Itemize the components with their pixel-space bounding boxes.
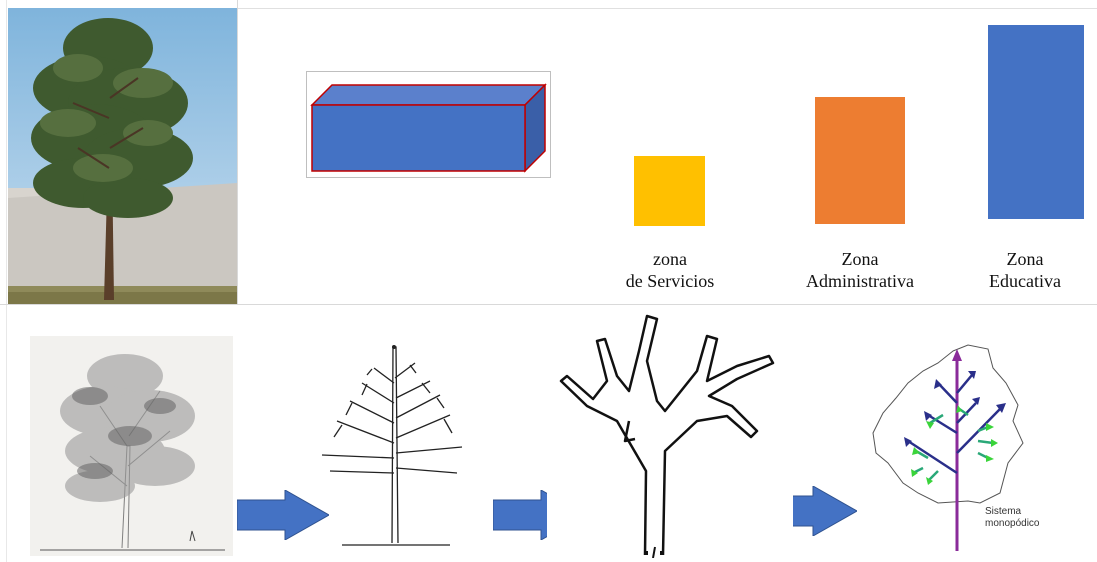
zone-administrativa-label: Zona Administrativa: [785, 248, 935, 292]
zone-educativa-line2: Educativa: [989, 271, 1061, 291]
zone-administrativa-bar: [815, 97, 905, 224]
zone-administrativa-line2: Administrativa: [806, 271, 914, 291]
zone-educativa-bar: [988, 25, 1084, 219]
prism-top-face: [310, 84, 547, 106]
monopodial-caption-line1: Sistema: [985, 506, 1022, 517]
section-divider: [0, 304, 1097, 305]
left-edge-line: [6, 0, 7, 562]
arrow-1-icon: [237, 490, 329, 540]
prism-front-face: [311, 104, 526, 172]
zone-servicios-line2: de Servicios: [625, 271, 715, 291]
rectangular-prism-shape: [310, 83, 547, 173]
pine-sketch-image: [30, 336, 233, 556]
zone-servicios-line1: zona: [653, 249, 687, 269]
photo-divider: [237, 0, 238, 304]
pine-tree-photo: [8, 8, 237, 304]
top-divider: [237, 8, 1097, 9]
monopodial-system-diagram: [872, 344, 1024, 551]
branch-outline-drawing: [547, 311, 793, 558]
monopodial-caption-line2: monopódico: [985, 518, 1040, 529]
zone-educativa-line1: Zona: [1006, 249, 1044, 269]
zone-administrativa-line1: Zona: [841, 249, 879, 269]
zone-educativa-label: Zona Educativa: [965, 248, 1085, 292]
branching-diagram: [321, 345, 463, 546]
zone-servicios-label: zona de Servicios: [610, 248, 730, 292]
monopodial-caption: Sistema monopódico: [985, 506, 1039, 530]
zone-servicios-bar: [634, 156, 705, 226]
